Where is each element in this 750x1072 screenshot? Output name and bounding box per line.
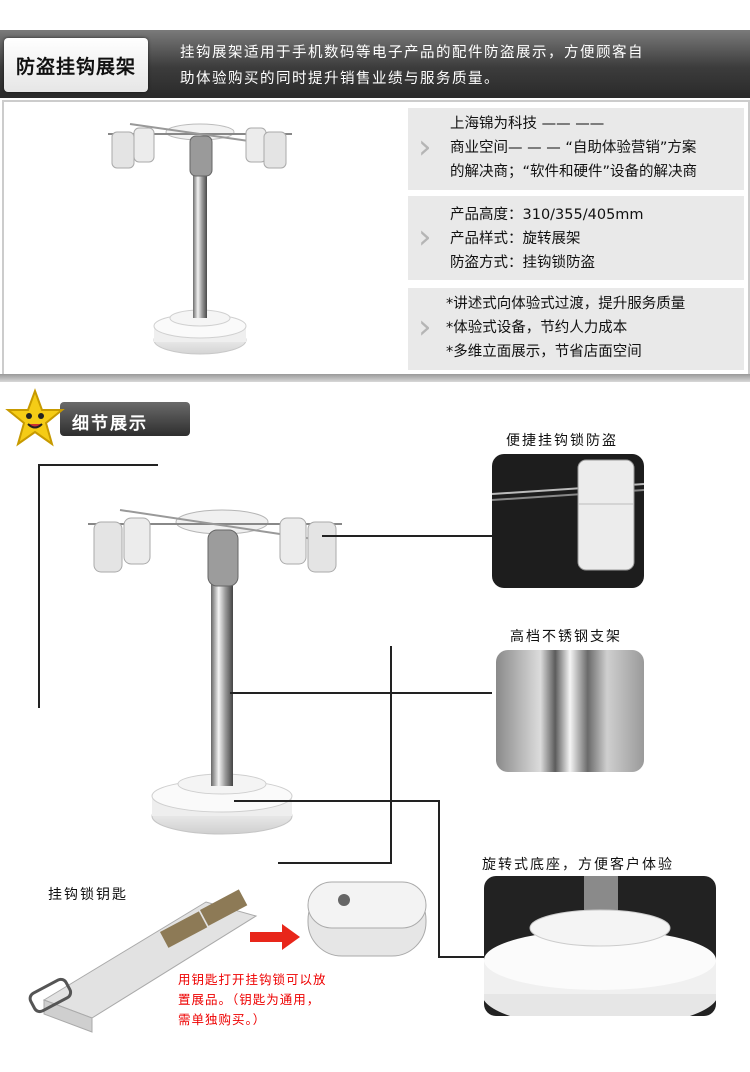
pointer-line [438, 956, 490, 958]
info-features-text: *讲述式向体验式过渡，提升服务质量 *体验式设备，节约人力成本 *多维立面展示，… [446, 292, 685, 364]
info-line: *讲述式向体验式过渡，提升服务质量 [446, 296, 686, 312]
pointer-line [322, 535, 492, 537]
chevron-right-icon: › [418, 217, 432, 257]
note-line: 需单独购买。） [178, 1012, 267, 1027]
info-block-company [408, 108, 744, 190]
info-line: 产品高度：310/355/405mm [450, 207, 644, 223]
lock-caption: 便捷挂钩锁防盗 [506, 433, 618, 449]
chevron-right-icon: › [418, 127, 432, 167]
pole-photo [496, 650, 644, 772]
base-caption: 旋转式底座，方便客户体验 [482, 857, 674, 873]
frame-line [38, 464, 40, 708]
frame-line [278, 862, 392, 864]
pointer-line [438, 800, 440, 958]
key-caption: 挂钩锁钥匙 [48, 887, 128, 903]
info-block-features [408, 288, 744, 370]
info-company-text: 上海锦为科技 —— —— 商业空间— — — “自助体验营销”方案 的解决商；“… [450, 112, 697, 184]
pointer-line [230, 692, 492, 694]
note-line: 用钥匙打开挂钩锁可以放 [178, 972, 327, 987]
key-image [28, 889, 258, 1033]
note-line: 置展品。（钥匙为通用， [178, 992, 321, 1007]
info-line: 防盗方式：挂钩锁防盗 [450, 255, 595, 271]
pointer-line [234, 800, 440, 802]
info-line: 商业空间— — — “自助体验营销”方案 [450, 140, 697, 156]
pole-caption: 高档不锈钢支架 [510, 629, 622, 645]
header-description-line: 助体验购买的同时提升销售业绩与服务质量。 [180, 71, 500, 87]
info-block-specs [408, 196, 744, 280]
product-stand-image [108, 123, 292, 355]
page-title: 防盗挂钩展架 [15, 56, 136, 78]
chevron-right-icon: › [418, 307, 432, 347]
key-note: 用钥匙打开挂钩锁可以放 置展品。（钥匙为通用， 需单独购买。） [178, 970, 327, 1030]
star-mascot-icon [5, 388, 65, 447]
frame-line [38, 464, 158, 466]
info-line: 的解决商；“软件和硬件”设备的解决商 [450, 164, 698, 180]
detail-stand-image [88, 509, 342, 835]
header-description-line: 挂钩展架适用于手机数码等电子产品的配件防盗展示，方便顾客自 [180, 45, 644, 61]
info-specs-text: 产品高度：310/355/405mm 产品样式：旋转展架 防盗方式：挂钩锁防盗 [450, 203, 644, 275]
section-title: 细节展示 [72, 414, 148, 434]
header-title-box [4, 38, 148, 92]
info-line: 产品样式：旋转展架 [450, 231, 581, 247]
info-line: *多维立面展示，节省店面空间 [446, 344, 642, 360]
frame-line [390, 646, 392, 864]
info-line: 上海锦为科技 —— —— [450, 116, 605, 132]
section-title-bar [60, 402, 190, 436]
base-photo [484, 876, 716, 1016]
info-line: *体验式设备，节约人力成本 [446, 320, 628, 336]
arrow-right-icon [250, 924, 300, 950]
header-description: 挂钩展架适用于手机数码等电子产品的配件防盗展示，方便顾客自 助体验购买的同时提升… [180, 40, 740, 92]
lock-photo [492, 454, 644, 588]
section-divider [0, 374, 750, 382]
lock-body-image [307, 881, 427, 957]
